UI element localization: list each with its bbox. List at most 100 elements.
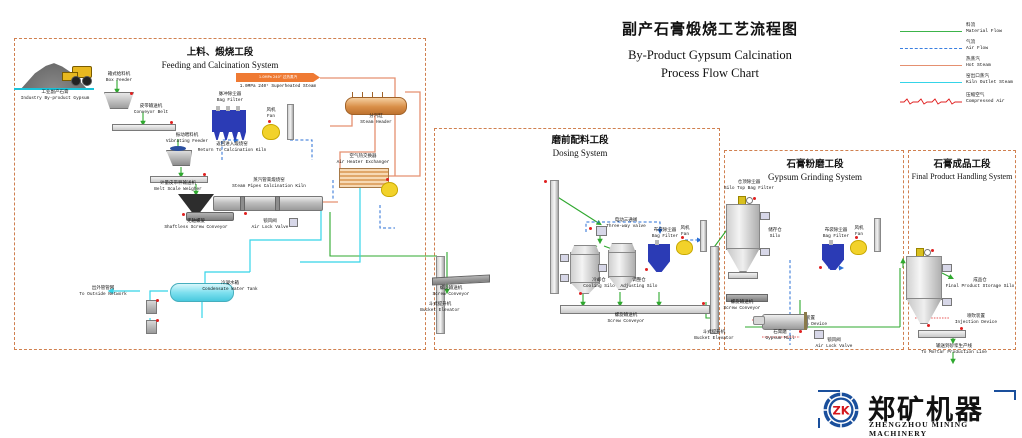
legend-swatch-kiln-outlet-steam: [900, 82, 962, 83]
condensate-pump-1-marker: [156, 299, 160, 303]
legend-label-cn: 料流: [966, 23, 976, 28]
legend-swatch-hot-steam: [900, 65, 962, 66]
gypsum-pile-label: 工业副产石膏 Industry By-product Gypsum: [20, 90, 90, 101]
page-title-en-line2: Process Flow Chart: [661, 66, 759, 80]
conveyor-belt-marker: [170, 121, 174, 125]
three-way-valve-label: 电动三通阀 Three-way valve: [606, 218, 646, 229]
bag-filter-grind-label: 布袋除尘器 Bag Filter: [822, 228, 850, 239]
steam-pipes-calcination-kiln-shape: [213, 196, 323, 211]
final-silo-top-marker: [931, 249, 935, 253]
fan-grind-shape: [850, 240, 867, 255]
injection-device-2-label: 喷吹装置 Injection Device: [954, 314, 998, 325]
steam-header-nozzle1: [352, 92, 354, 98]
bag-filter-dosing-shape: [648, 244, 670, 272]
legend-label-en: Kiln Outlet Steam: [966, 79, 1013, 85]
section-title-feeding: 上料、煅烧工段 Feeding and Calcination System: [161, 47, 279, 70]
steam-pipes-calcination-kiln-label: 蒸汽管束煅烧窑 Steam Pipes Calcination Kiln: [232, 178, 306, 189]
zk-mark-text: ZK: [832, 404, 850, 418]
to-outside-network-label: 出外管管网 To Outside Network: [79, 286, 127, 297]
bag-filter-kiln-leg1: [214, 132, 220, 140]
bag-filter-kiln-leg2: [223, 132, 229, 140]
final-product-silo-label: 成品仓 Final Product Storage Silo: [945, 278, 1015, 289]
logo-text-cn: 郑矿机器: [868, 395, 984, 426]
screw-conveyor-grind-label: 螺旋输送机 Screw Conveyor: [723, 300, 761, 311]
bag-filter-grind-marker: [819, 266, 823, 270]
adjusting-silo-valve: [598, 264, 607, 272]
fan-air-heat-shape: [381, 182, 398, 197]
legend-swatch-air-flow: [900, 48, 962, 49]
bucket-elevator-1-label: 斗式提升机 Bucket Elevator: [420, 302, 460, 313]
adjusting-silo-body: [608, 250, 636, 278]
screw-conveyor-feed-label: 螺旋输送机 Screw Conveyor: [432, 286, 470, 297]
legend-label-cn: 窑出口蒸汽: [966, 74, 989, 79]
silo-top-valve: [746, 197, 753, 204]
bag-filter-kiln-body: [212, 110, 246, 132]
legend-item-hot-steam: 热蒸汽 Hot Steam: [900, 57, 1022, 75]
dosing-riser-marker: [544, 180, 548, 184]
legend-label-cn: 压缩空气: [966, 93, 985, 98]
fan-kiln-marker: [268, 120, 272, 124]
three-way-valve-marker: [589, 227, 593, 231]
adjusting-silo-label: 调整仓 Adjusting Silo: [620, 278, 658, 289]
steam-header-nozzle3: [372, 92, 374, 98]
conveyor-belt-label: 皮带输送机 Conveyor Belt: [133, 104, 169, 115]
vibrating-feeder-label: 振动喂料机 Vibrating Feeder: [165, 133, 209, 144]
section-title-final: 石膏成品工段 Final Product Handling System: [911, 159, 1013, 181]
belt-scale-weigher-label: 计量皮带秤输送机 Belt Scale Weigher: [154, 181, 202, 192]
bag-filter-kiln-leg4: [240, 132, 246, 140]
cooling-silo-label: 冷却仓 Cooling Silo: [583, 278, 615, 289]
adjusting-silo-top: [608, 243, 636, 253]
section-frame-feeding: [14, 38, 426, 350]
air-lock-valve-grind-shape: [814, 330, 824, 339]
logo-text-en: ZHENGZHOU MINING MACHINERY: [869, 420, 969, 438]
section-title-dosing: 磨前配料工段 Dosing System: [551, 135, 609, 158]
to-mortar-line-label: 输送到砂浆生产线 To Mortar Production Line: [921, 344, 987, 355]
legend-item-material-flow: 料流 Material Flow: [900, 23, 1022, 41]
condensate-water-tank-shape: [170, 283, 234, 302]
condensate-pump-2-marker: [156, 319, 160, 323]
legend-label-cn: 热蒸汽: [966, 57, 980, 62]
fan-dosing-shape: [676, 240, 693, 255]
shaftless-screw-shape: [186, 212, 234, 221]
legend-item-compressed-air: 压缩空气 Compressed Air: [900, 93, 1022, 111]
silo-grinding-label: 储存仓 Silo: [768, 228, 782, 239]
final-silo-valve-bottom: [942, 298, 952, 306]
cooling-silo-valve-top: [560, 254, 569, 262]
screw-conveyor-dosing-marker: [702, 302, 706, 306]
fan-dosing-label: 风机 Fan: [680, 226, 690, 237]
gypsum-mill-shape: [762, 314, 808, 330]
conveyor-belt-shape: [112, 124, 176, 131]
bag-filter-grind-shape: [822, 244, 844, 270]
kiln-ring-1: [240, 196, 245, 211]
cooling-silo-top: [570, 245, 600, 255]
gypsum-mill-flange: [804, 312, 807, 330]
legend-swatch-material-flow: [900, 31, 962, 32]
condensate-water-tank-label: 冷凝水箱 Condensate Water Tank: [202, 281, 258, 292]
zk-gear-icon: ZK: [823, 392, 859, 428]
condensate-pump-1: [146, 300, 157, 314]
steam-header-label: 分汽缸 Steam Header: [360, 114, 392, 125]
bag-filter-dosing-marker: [645, 268, 649, 272]
legend-label-en: Compressed Air: [966, 98, 1005, 104]
loader-wheel-front: [82, 76, 92, 86]
return-to-calcination-label: 返回进入煅烧窑 Return To Calcination Kiln: [197, 142, 267, 153]
legend-label-cn: 气流: [966, 40, 976, 45]
fan-kiln-label: 风机 Fan: [266, 108, 276, 119]
dosing-riser: [550, 180, 559, 294]
three-way-valve-shape: [596, 226, 607, 236]
silo-grinding-body: [726, 204, 760, 250]
silo-grinding-valve-top: [760, 212, 770, 220]
vibrating-feeder-drive: [170, 146, 186, 151]
silo-grinding-discharge: [728, 272, 758, 279]
grinding-exhaust-stack: [874, 218, 881, 252]
gypsum-mill-inlet: [753, 316, 765, 325]
logo-bracket-tr-v: [1014, 390, 1016, 400]
legend-item-kiln-outlet-steam: 窑出口蒸汽 Kiln Outlet Steam: [900, 74, 1022, 94]
superheated-steam-banner: 1.0MPa 240° 过热蒸汽: [236, 73, 320, 82]
air-lock-valve-kiln-label: 锁风阀 Air Lock Valve: [251, 219, 289, 230]
silo-top-bag-filter-label: 仓顶除尘器 Silo Top Bag Filter: [723, 180, 775, 191]
air-heat-exchanger-label: 空气热交换器 Air Heater Exchanger: [336, 154, 390, 165]
logo-bracket-bl-v: [818, 418, 820, 428]
final-silo-top-valve: [924, 249, 931, 256]
bag-filter-kiln-stack1: [216, 106, 220, 111]
